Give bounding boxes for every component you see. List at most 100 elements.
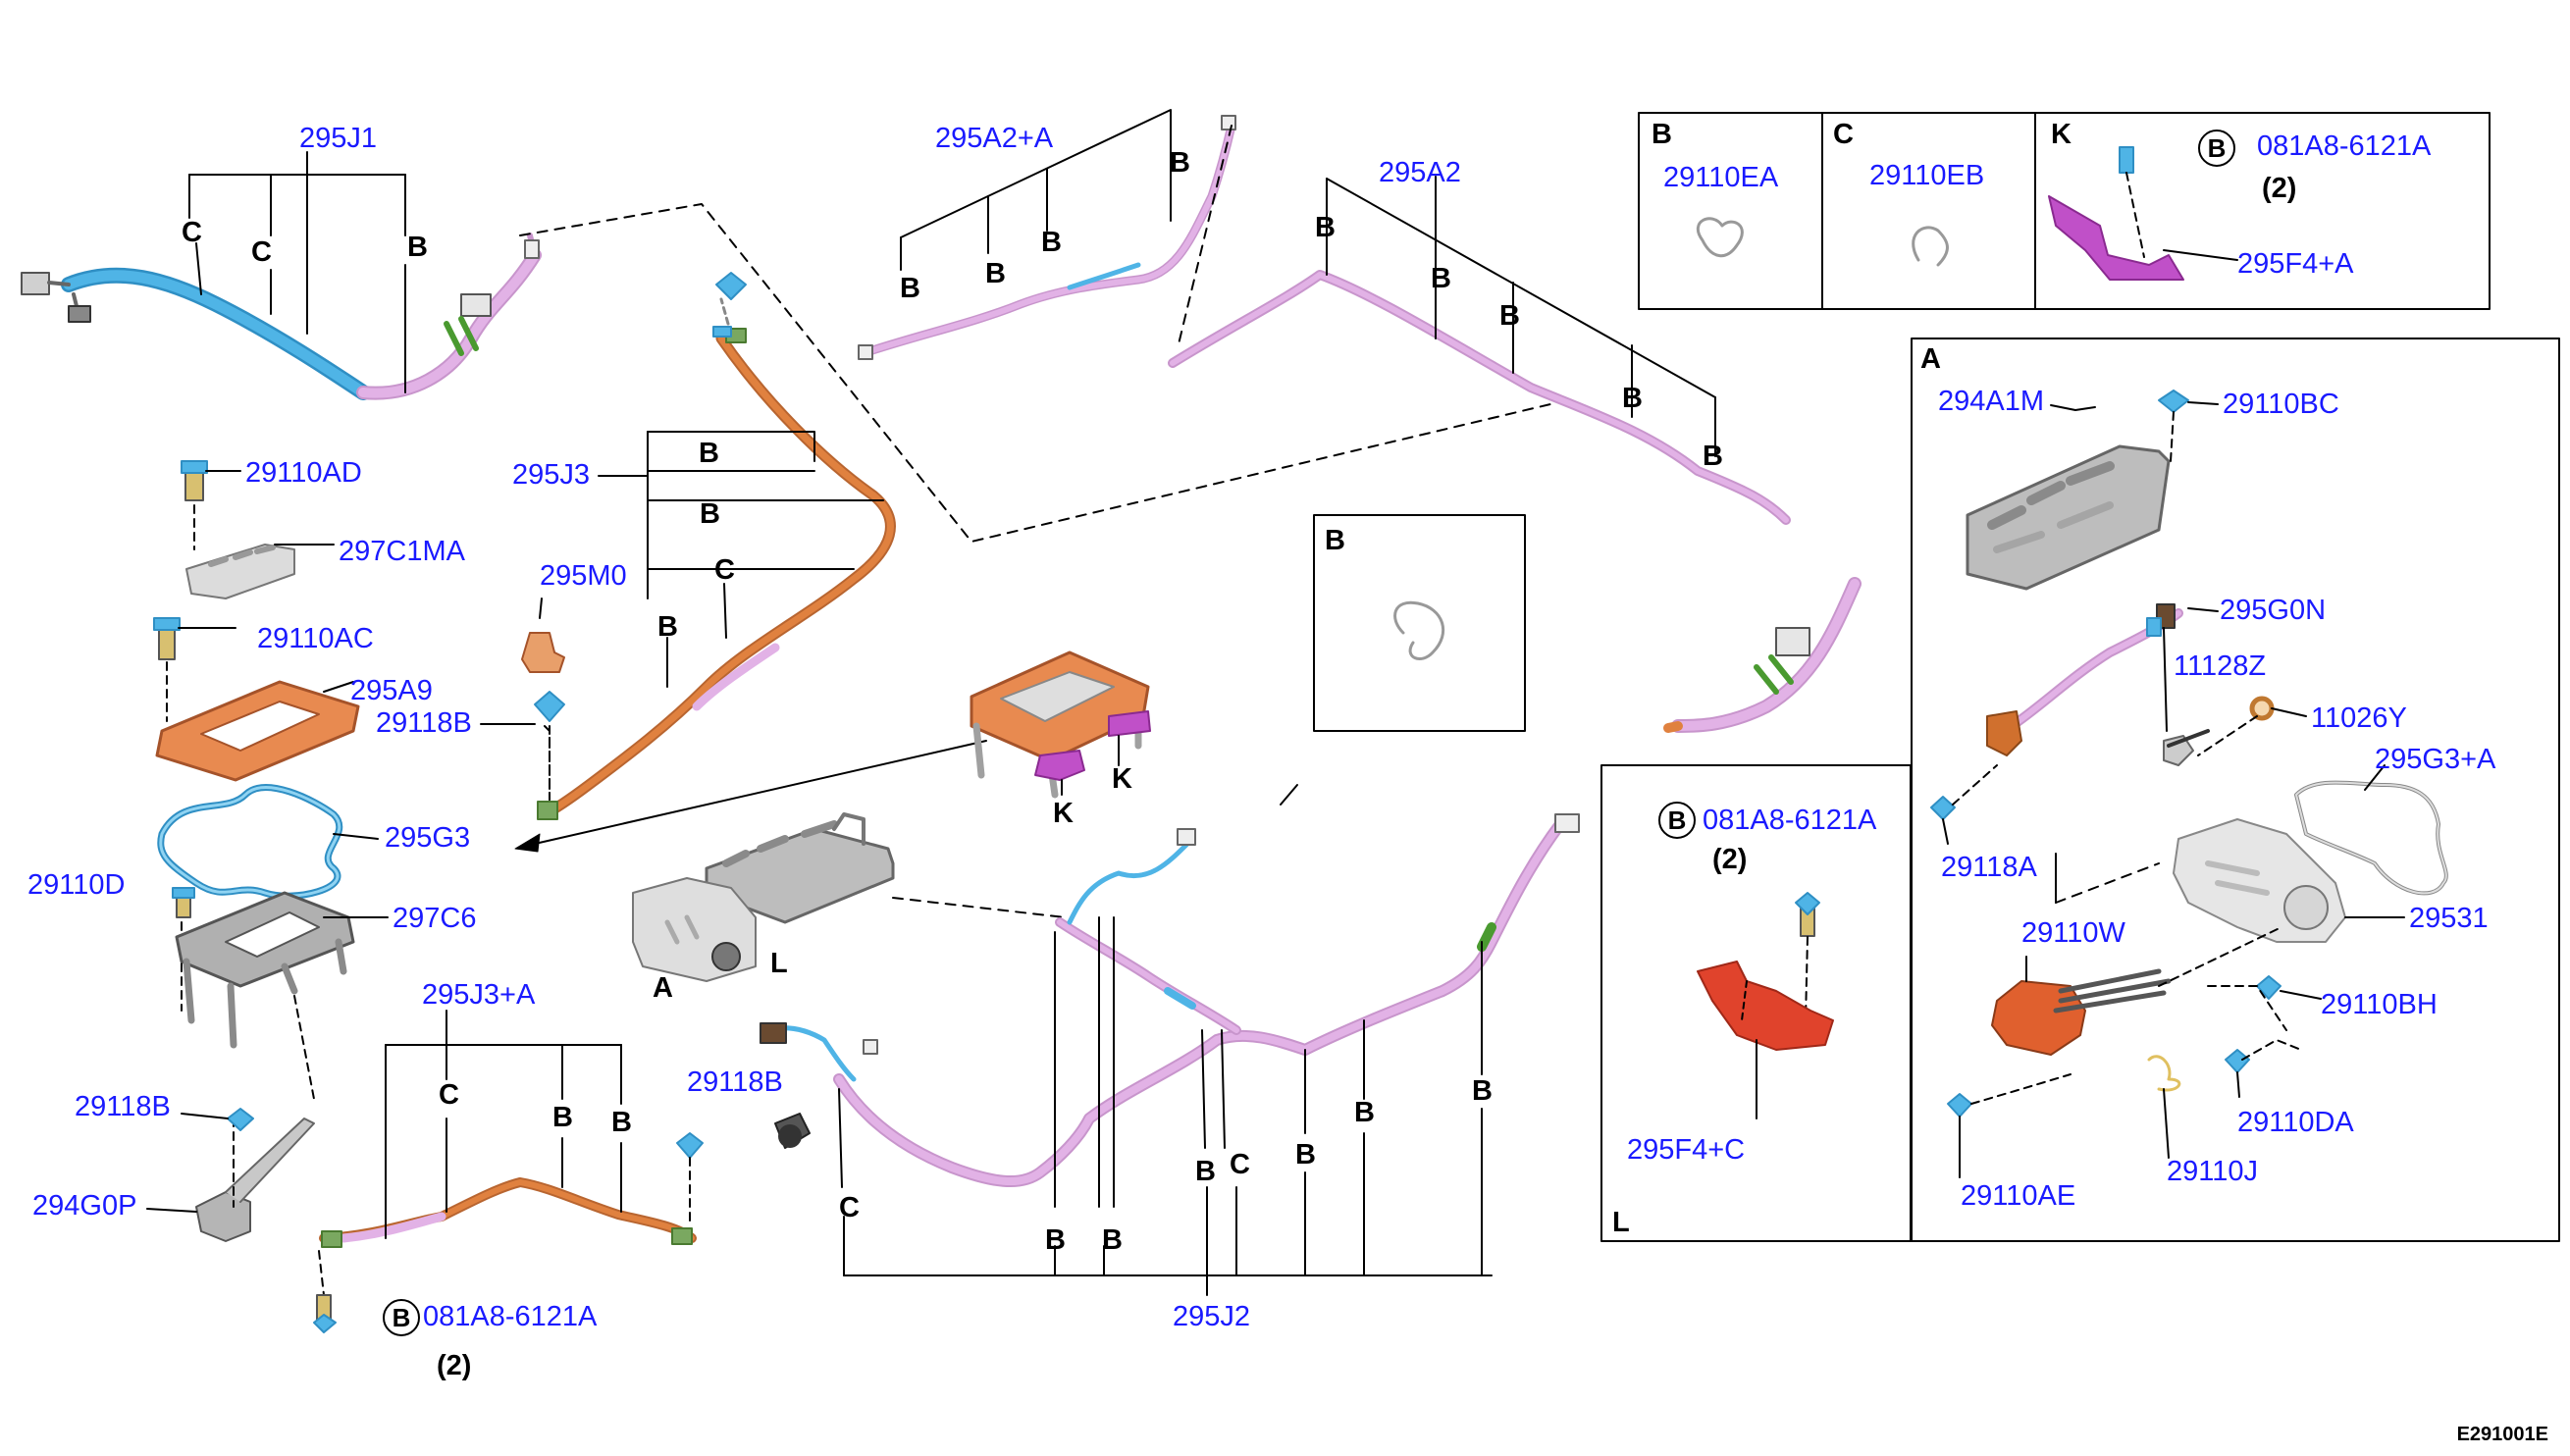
label-295F4A: 295F4+A <box>2237 248 2354 280</box>
clip-b-7: B <box>1431 263 1451 294</box>
label-295A2: 295A2 <box>1379 157 1461 188</box>
inset-box-b-center <box>1313 514 1526 732</box>
clip-b-13: B <box>657 611 678 643</box>
label-29110DA: 29110DA <box>2237 1107 2354 1138</box>
clip-b-10: B <box>1703 441 1723 472</box>
frame-297C6 <box>175 891 389 1100</box>
label-29110EB: 29110EB <box>1869 160 1985 191</box>
inset-title-k: K <box>2051 119 2072 150</box>
label-29110W: 29110W <box>2021 917 2125 949</box>
clip-b-5: B <box>900 273 920 304</box>
label-29118A: 29118A <box>1941 852 2037 883</box>
label-29110EA: 29110EA <box>1663 162 1779 193</box>
clip-b-14: B <box>552 1102 573 1133</box>
cover-295A9 <box>155 680 360 782</box>
clip-b-3: B <box>1041 227 1062 258</box>
clip-c-3: C <box>714 554 735 586</box>
harness-295J2 <box>760 813 1580 1188</box>
harness-295J1 <box>21 233 542 400</box>
connector-295M0 <box>521 598 565 673</box>
clip-b-15: B <box>611 1107 632 1138</box>
label-297C1MA: 297C1MA <box>339 536 465 567</box>
clip-b-12: B <box>700 498 720 530</box>
clip-b-17: B <box>1102 1224 1123 1256</box>
clip-b-1: B <box>407 232 428 263</box>
inset-box-bck <box>1638 112 2491 310</box>
harness-295A2 <box>1168 270 1862 733</box>
clip-b-11: B <box>699 438 719 469</box>
gasket-295G3 <box>157 784 379 900</box>
inset-title-b: B <box>1652 119 1672 150</box>
clip-a-1: A <box>653 972 673 1004</box>
assembly-with-K-brackets <box>970 650 1151 799</box>
qty-bottom: (2) <box>437 1350 472 1381</box>
label-29110AD: 29110AD <box>245 457 362 489</box>
label-29110BC: 29110BC <box>2223 389 2339 420</box>
label-11026Y: 11026Y <box>2311 702 2407 734</box>
clip-c-1: C <box>182 217 202 248</box>
inset-box-a <box>1911 338 2560 1242</box>
label-081A8-l: 081A8-6121A <box>1703 805 1877 836</box>
clip-l-1: L <box>770 948 788 979</box>
label-081A8-bottom: 081A8-6121A <box>423 1301 598 1332</box>
clip-k-2: K <box>1112 763 1132 795</box>
callout-lines-295A2 <box>1326 176 1716 457</box>
label-295M0: 295M0 <box>540 560 627 592</box>
clip-b-21: B <box>1472 1075 1493 1107</box>
label-295J3A: 295J3+A <box>422 979 536 1011</box>
callout-lines-295A2A <box>900 109 1172 271</box>
qty-k: (2) <box>2262 173 2297 204</box>
label-29110AE: 29110AE <box>1961 1180 2076 1212</box>
circled-b-bottom: B <box>383 1299 420 1336</box>
bolt-081A8-bottom <box>313 1250 337 1333</box>
label-29110J: 29110J <box>2167 1156 2258 1187</box>
bolt-29110AD <box>181 460 241 550</box>
bracket-294G0P <box>146 1108 315 1242</box>
callout-lines-295J3A <box>385 1010 622 1239</box>
callout-lines-295J2 <box>838 916 1493 1296</box>
label-295G3: 295G3 <box>385 822 471 854</box>
label-295J1: 295J1 <box>299 123 378 154</box>
harness-295J3A <box>319 1132 704 1248</box>
clip-b-18: B <box>1195 1156 1216 1187</box>
clip-c-4: C <box>439 1079 459 1111</box>
label-29531: 29531 <box>2409 903 2489 934</box>
junction-box <box>705 812 895 924</box>
callout-lines-295J3 <box>544 431 884 801</box>
harness-295J3 <box>537 272 896 820</box>
clip-b-20: B <box>1354 1097 1375 1128</box>
label-295A2A: 295A2+A <box>935 123 1054 154</box>
inset-title-b-center: B <box>1325 525 1345 556</box>
label-294G0P: 294G0P <box>32 1190 137 1222</box>
label-295J2: 295J2 <box>1173 1301 1251 1332</box>
label-295F4C: 295F4+C <box>1627 1134 1746 1166</box>
clip-b-16: B <box>1045 1224 1066 1256</box>
label-295G0N: 295G0N <box>2220 595 2327 626</box>
clip-c-5: C <box>839 1192 860 1223</box>
component-297C1MA <box>185 544 335 599</box>
inset-title-c: C <box>1833 119 1854 150</box>
label-29118B-left: 29118B <box>376 707 472 739</box>
bolt-29110AC <box>153 617 236 722</box>
label-294A1M: 294A1M <box>1938 386 2045 417</box>
circled-b-l: B <box>1658 802 1696 839</box>
inset-box-l <box>1600 764 1912 1242</box>
clip-b-6: B <box>1315 212 1336 243</box>
label-29118B-center: 29118B <box>687 1066 783 1098</box>
label-297C6: 297C6 <box>393 903 477 934</box>
label-29118B-bottom: 29118B <box>75 1091 171 1122</box>
qty-l: (2) <box>1712 844 1748 875</box>
clip-b-2: B <box>1170 147 1190 179</box>
label-11128Z: 11128Z <box>2174 650 2267 682</box>
clip-c-6: C <box>1230 1149 1250 1180</box>
clip-b-9: B <box>1622 383 1643 414</box>
clip-b-8: B <box>1499 300 1520 332</box>
label-295G3A: 295G3+A <box>2375 744 2496 775</box>
unit-A-left <box>632 877 757 982</box>
clip-b-19: B <box>1295 1139 1316 1170</box>
harness-295A2A <box>858 115 1236 360</box>
label-295A9: 295A9 <box>350 675 433 706</box>
callout-lines-295J1 <box>188 151 406 393</box>
